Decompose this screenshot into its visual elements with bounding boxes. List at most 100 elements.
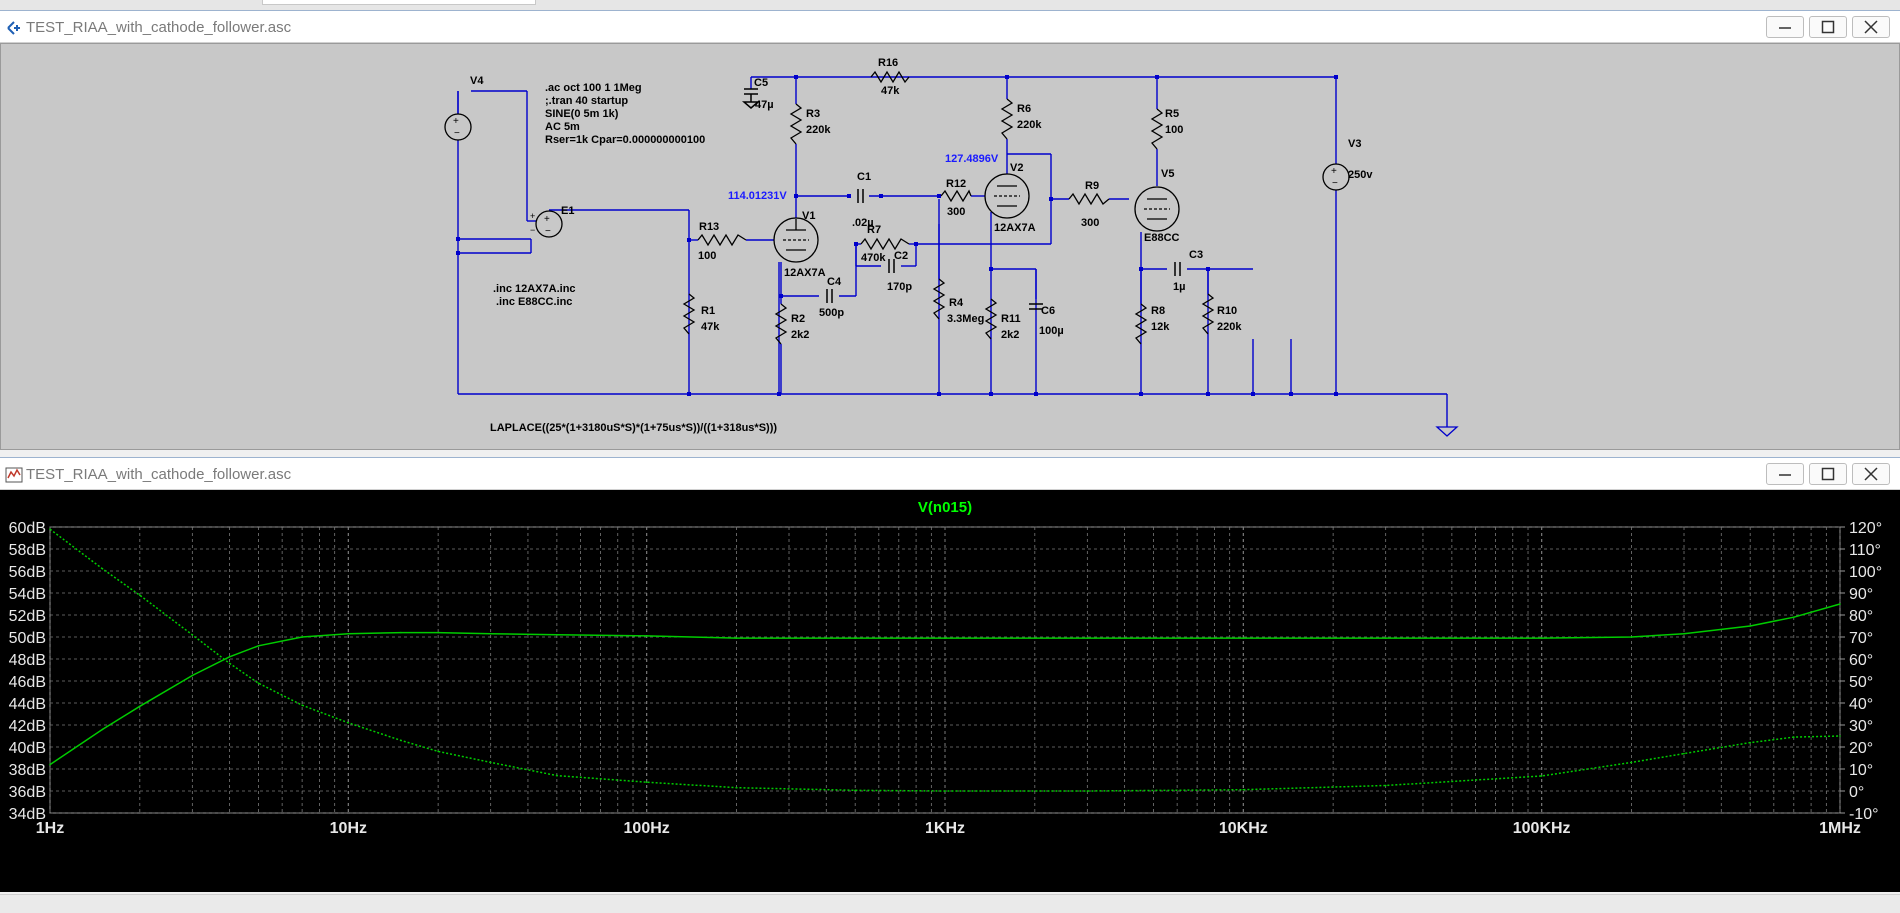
magnitude-point [257,645,260,647]
y-left-tick-label: 52dB [9,608,46,625]
c5-symbol [741,88,761,109]
r3-symbol [789,103,803,145]
c3-value: 1µ [1173,281,1185,293]
minimize-icon [1779,27,1791,29]
c1-ref: C1 [857,171,871,183]
directive-line: SINE(0 5m 1k) [545,108,619,120]
trace-title[interactable]: V(n015) [918,499,972,516]
phase-point [645,781,648,783]
v3-source: +− [1322,163,1350,191]
bode-plot[interactable]: V(n015) 60dB58dB56dB54dB52dB50dB48dB46dB… [0,490,1900,892]
directive-line: ;.tran 40 startup [545,95,628,107]
y-left-tick-label: 42dB [9,718,46,735]
magnitude-point [49,763,51,766]
schematic-canvas[interactable]: +− +− +− +− .ac oct 100 1 1Meg [0,43,1900,450]
y-right-tick-label: 90° [1849,586,1873,603]
magnitude-point [101,728,104,731]
phase-point [1242,788,1245,791]
phase-point [944,790,946,792]
phase-point [347,722,350,724]
magnitude-point [1086,637,1089,639]
magnitude-point [301,636,303,638]
v1-tube [773,217,819,263]
x-tick-label: 100Hz [624,820,670,837]
v1-ref: V1 [802,210,815,222]
y-right-tick-label: 120° [1849,520,1882,537]
capacitor-symbols [741,88,1181,310]
r10-value: 220k [1217,321,1242,333]
phase-point [1384,784,1387,787]
y-right-tick-label: 30° [1849,718,1873,735]
phase-point [139,594,141,596]
c2-symbol [888,259,895,273]
r3-value: 220k [806,124,831,136]
y-left-tick-label: 40dB [9,740,46,757]
plot-maximize-button[interactable] [1809,463,1847,485]
c3-ref: C3 [1189,249,1203,261]
include-line: .inc 12AX7A.inc [493,283,576,295]
e1-source: +− +− [530,210,563,238]
directive-line: AC 5m [545,121,580,133]
magnitude-point [944,637,946,639]
maximize-button[interactable] [1809,16,1847,38]
schematic-titlebar[interactable]: TEST_RIAA_with_cathode_follower.asc [0,10,1900,43]
magnitude-point [1630,636,1633,638]
r2-value: 2k2 [791,329,809,341]
document-tab[interactable] [262,0,536,5]
phase-point [556,774,558,777]
y-left-tick-label: 46dB [9,674,46,691]
left-axis-ticks: 60dB58dB56dB54dB52dB50dB48dB46dB44dB42dB… [9,520,46,823]
y-left-tick-label: 60dB [9,520,46,537]
tube-symbols [773,173,1180,263]
e1-ref: E1 [561,205,574,217]
phase-point [400,739,402,742]
r12-ref: R12 [946,178,966,190]
magnitude-point [347,632,350,635]
directive-line: .ac oct 100 1 1Meg [545,82,642,94]
phase-point [301,704,303,706]
r8-value: 12k [1151,321,1170,333]
magnitude-point [1792,616,1795,618]
y-left-tick-label: 44dB [9,696,46,713]
svg-text:−: − [530,225,535,235]
phase-point [437,750,439,753]
phase-point [1630,761,1633,764]
r12-value: 300 [947,206,965,218]
waveform-window: TEST_RIAA_with_cathode_follower.asc V(n0… [0,457,1900,892]
minimize-button[interactable] [1766,16,1804,38]
c6-symbol [1029,303,1043,310]
x-tick-label: 1MHz [1819,820,1861,837]
y-left-tick-label: 36dB [9,784,46,801]
y-left-tick-label: 34dB [9,806,46,823]
svg-text:+: + [530,211,535,221]
x-tick-label: 100KHz [1513,820,1571,837]
v1-plate-voltage: 114.01231V [728,190,787,202]
y-right-tick-label: 40° [1849,696,1873,713]
right-axis-ticks: 120°110°100°90°80°70°60°50°40°30°20°10°0… [1840,520,1882,823]
v5-ref: V5 [1161,168,1174,180]
x-tick-label: 1Hz [36,820,64,837]
waveform-titlebar[interactable]: TEST_RIAA_with_cathode_follower.asc [0,457,1900,490]
y-left-tick-label: 50dB [9,630,46,647]
v4-ref: V4 [470,75,484,87]
x-tick-label: 10KHz [1219,820,1268,837]
magnitude-point [735,637,738,639]
r5-symbol [1150,108,1164,150]
r9-value: 300 [1081,217,1099,229]
r16-ref: R16 [878,57,898,69]
plot-close-button[interactable] [1852,463,1890,485]
r5-ref: R5 [1165,108,1179,120]
c1-value: .02µ [852,217,874,229]
close-button[interactable] [1852,16,1890,38]
plot-minimize-button[interactable] [1766,463,1804,485]
phase-point [1540,775,1543,777]
c3-symbol [1174,262,1181,276]
v5-model: E88CC [1144,232,1180,244]
c1-symbol [857,189,864,203]
v3-ref: V3 [1348,138,1361,150]
close-icon [1864,20,1878,34]
c6-ref: C6 [1041,305,1055,317]
r1-ref: R1 [701,305,715,317]
phase-point [228,662,231,665]
